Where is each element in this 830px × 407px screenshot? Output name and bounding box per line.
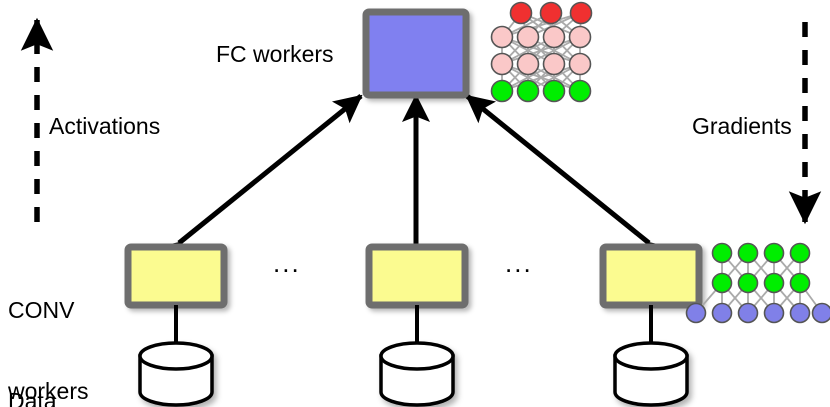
conv-workers-label-line2: workers (8, 378, 89, 404)
fc-node-green (490, 79, 514, 103)
fc-network-layer-output (509, 1, 593, 25)
conv-node-green (763, 242, 785, 264)
conv-worker-2[interactable] (365, 243, 469, 309)
conv-network-layer-middle (711, 272, 811, 294)
fc-node-pink (542, 25, 566, 49)
fc-node-red (569, 1, 593, 25)
conv-fc-connection-arrows (149, 93, 679, 271)
conv-workers-label-line1: CONV (8, 297, 75, 323)
fc-worker-box-rect[interactable] (362, 8, 470, 99)
conv-worker-1[interactable] (124, 243, 228, 309)
conv-node-blue (763, 302, 785, 324)
fc-node-green (516, 79, 540, 103)
conv-worker-3-rect[interactable] (599, 243, 703, 309)
fc-network-diagram (490, 1, 593, 103)
conv-node-green (763, 272, 785, 294)
conv-network-layer-bottom (685, 302, 830, 324)
conv-workers-label: CONV workers (8, 243, 89, 407)
conv-node-green (789, 272, 811, 294)
conv-node-blue (685, 302, 707, 324)
ellipsis-left: ... (273, 248, 301, 278)
conv-node-green (737, 242, 759, 264)
fc-network-layer-input (490, 79, 592, 103)
ellipsis-right: ... (505, 248, 533, 278)
conv-worker-1-rect[interactable] (124, 243, 228, 309)
conv-node-blue (737, 302, 759, 324)
conv-node-blue (811, 302, 830, 324)
fc-workers-label: FC workers (216, 41, 334, 67)
conv-worker-3[interactable] (599, 243, 703, 309)
conv-node-blue (711, 302, 733, 324)
conv-node-green (711, 242, 733, 264)
data-shard-3[interactable] (613, 341, 689, 407)
data-shards-label-line1: Data (8, 388, 57, 407)
conv-to-shard-connectors (174, 305, 653, 345)
arrow-conv1-to-fc (149, 94, 363, 271)
fc-node-green (542, 79, 566, 103)
data-shard-1-top[interactable] (138, 341, 214, 371)
arrow-conv3-to-fc (465, 94, 679, 271)
conv-node-green (737, 272, 759, 294)
gradients-label: Gradients (692, 113, 792, 139)
data-shard-1[interactable] (138, 341, 214, 407)
activations-label: Activations (49, 113, 161, 139)
conv-node-blue (789, 302, 811, 324)
fc-node-pink (568, 25, 592, 49)
fc-node-pink (490, 25, 514, 49)
data-shard-2[interactable] (379, 341, 455, 407)
conv-network-diagram (685, 242, 830, 324)
conv-node-green (711, 272, 733, 294)
conv-node-green (789, 242, 811, 264)
fc-node-red (509, 1, 533, 25)
fc-node-green (568, 79, 592, 103)
fc-network-layer-hidden-1 (490, 25, 592, 49)
fc-worker-box[interactable] (362, 8, 470, 99)
fc-node-pink (568, 52, 592, 76)
conv-network-layer-top (711, 242, 811, 264)
fc-network-edges (501, 12, 582, 92)
data-shard-2-top[interactable] (379, 341, 455, 371)
data-shard-3-top[interactable] (613, 341, 689, 371)
conv-worker-2-rect[interactable] (365, 243, 469, 309)
fc-node-pink (490, 52, 514, 76)
fc-node-red (539, 1, 563, 25)
data-shards-label: Data shards (8, 334, 77, 407)
fc-node-pink (516, 52, 540, 76)
fc-node-pink (542, 52, 566, 76)
fc-node-pink (516, 25, 540, 49)
fc-network-layer-hidden-2 (490, 52, 592, 76)
